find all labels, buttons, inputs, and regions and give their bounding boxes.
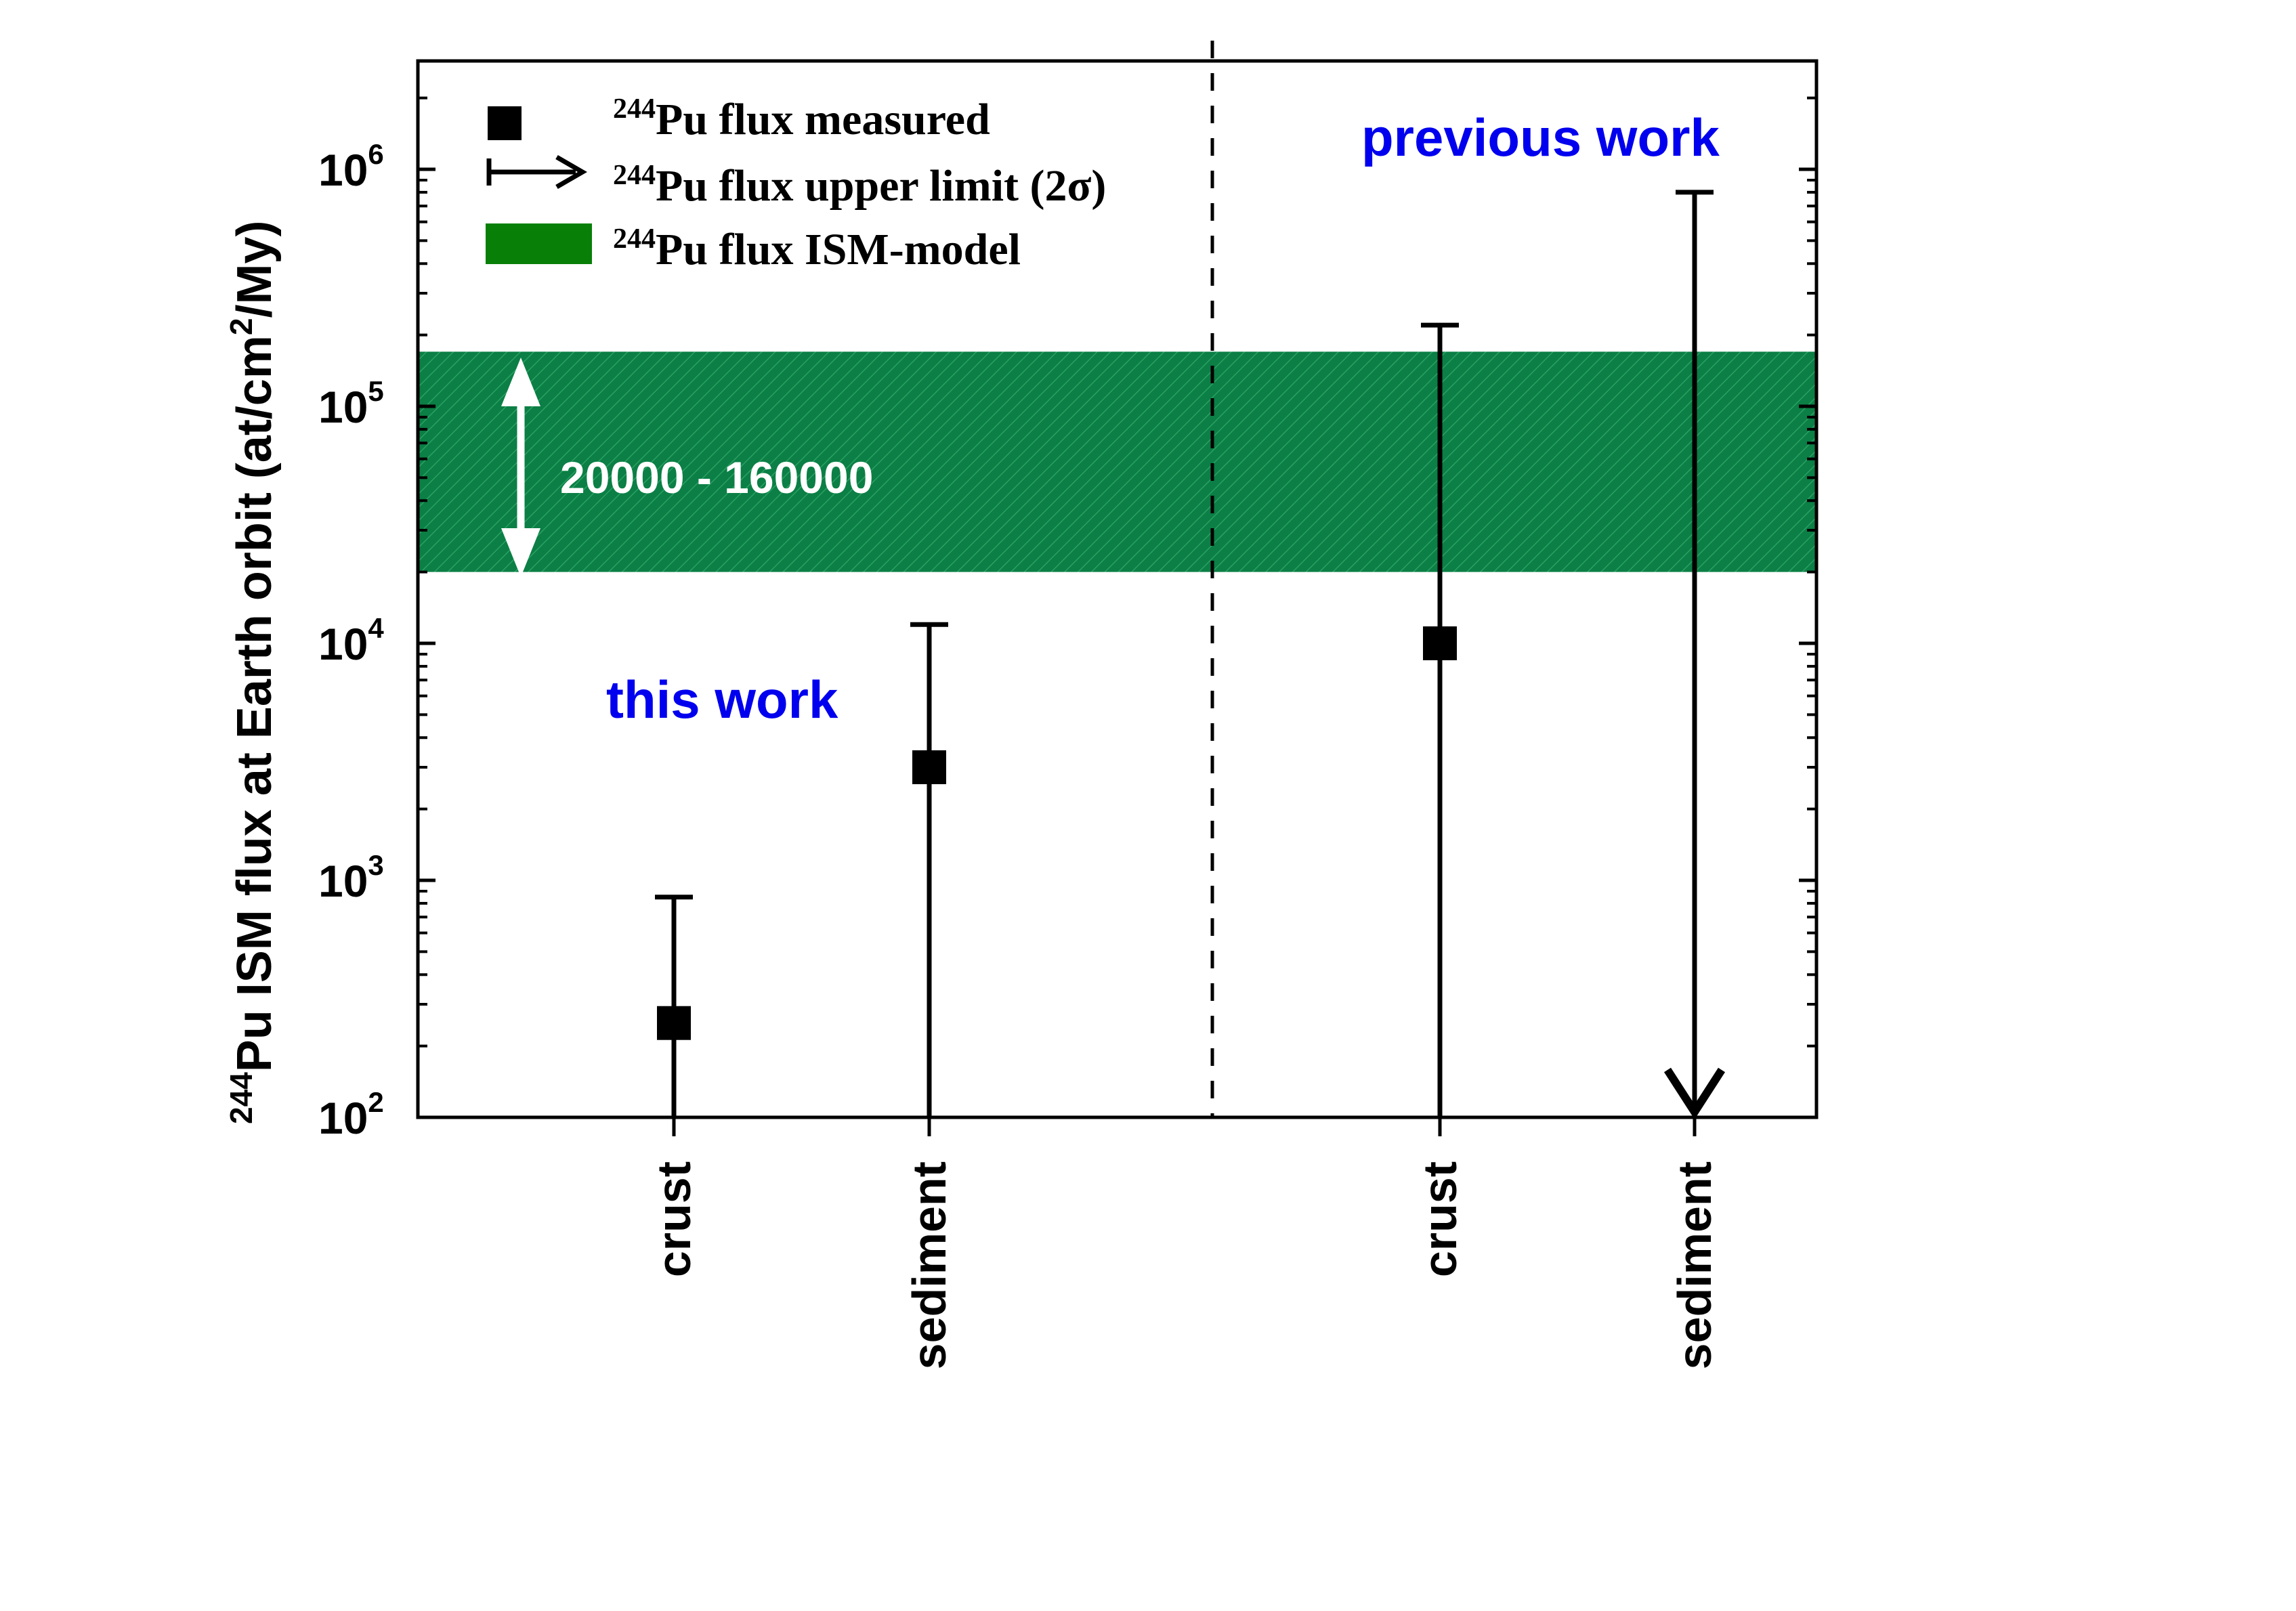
data-point (1423, 626, 1457, 660)
ism-model-band (418, 351, 1816, 572)
y-tick-label: 102 (318, 1086, 384, 1143)
y-tick-label: 105 (318, 375, 384, 432)
legend-measured-marker (488, 106, 522, 140)
y-axis-ticks: 102 103 104 105 106 (318, 96, 1816, 1143)
y-tick-label: 104 (318, 612, 384, 669)
data-point (912, 750, 946, 785)
y-axis-title: 244Pu ISM flux at Earth orbit (at/cm2/My… (224, 221, 282, 1124)
x-axis-ticks: crust sediment crust sediment (647, 1117, 1721, 1369)
upper-limit-arrowhead (1663, 1067, 1726, 1120)
plot-frame (416, 59, 1819, 1119)
band-range-label: 20000 - 160000 (560, 452, 873, 502)
y-tick-label: 103 (318, 849, 384, 906)
x-category-label: sediment (903, 1161, 956, 1369)
legend: 244Pu flux measured 244Pu flux upper lim… (486, 93, 1106, 274)
band-range-arrow (501, 358, 540, 577)
legend-model-swatch (486, 223, 592, 264)
x-category-label: crust (1413, 1161, 1466, 1277)
legend-measured-label: 244Pu flux measured (613, 93, 990, 144)
legend-upper-limit-arrow (555, 154, 587, 190)
this-work-label: this work (606, 670, 838, 729)
data-marks (655, 190, 1726, 1120)
legend-upper-limit-label: 244Pu flux upper limit (2σ) (613, 160, 1106, 211)
data-point (657, 1006, 691, 1040)
y-tick-label: 106 (318, 138, 384, 195)
legend-model-label: 244Pu flux ISM-model (613, 223, 1021, 274)
x-category-label: crust (647, 1161, 700, 1277)
x-category-label: sediment (1668, 1161, 1721, 1369)
previous-work-label: previous work (1361, 108, 1720, 167)
